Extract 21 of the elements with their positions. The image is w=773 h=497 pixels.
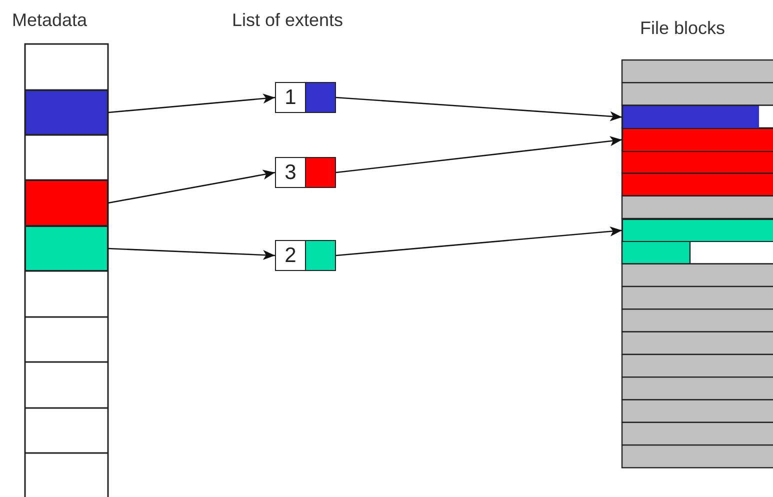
arrow (108, 94, 276, 114)
arrow (108, 248, 276, 260)
file-block (622, 128, 773, 152)
file-block (622, 218, 773, 242)
extent-pointer (305, 82, 336, 113)
file-block (622, 105, 759, 129)
column-heading: List of extents (232, 11, 344, 29)
extent-pointer (305, 157, 336, 188)
column-heading: Metadata (12, 11, 88, 29)
extent-pointer (305, 240, 336, 271)
arrow (108, 170, 276, 204)
metadata-entry (25, 226, 108, 271)
metadata-entry (25, 180, 108, 226)
column-heading: File blocks (640, 19, 726, 37)
metadata-entry (25, 90, 108, 135)
extent-number: 3 (275, 157, 306, 188)
extent-number: 1 (275, 82, 306, 113)
arrow (336, 136, 622, 174)
arrow (336, 226, 622, 256)
arrow (336, 96, 622, 122)
extent-number: 2 (275, 240, 306, 271)
